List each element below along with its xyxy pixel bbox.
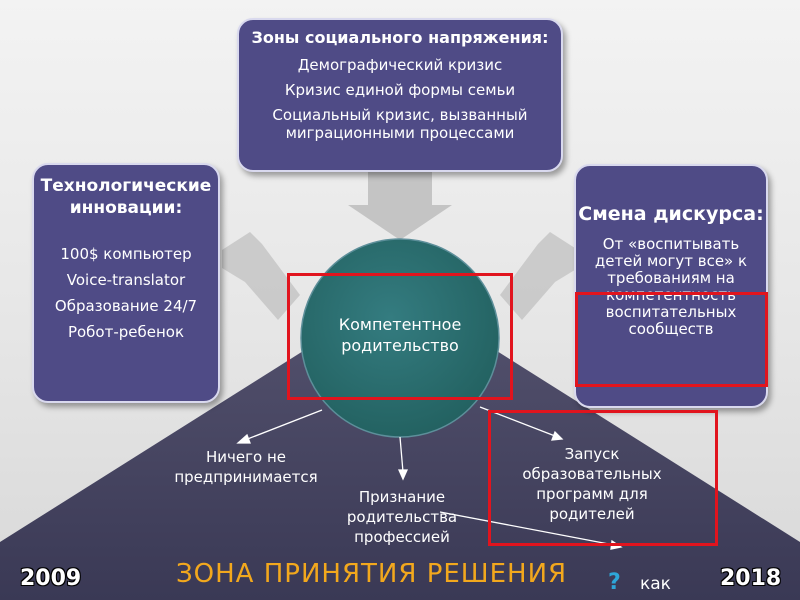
outcome-nothing-done: Ничего не предпринимается xyxy=(174,448,318,486)
innovation-item-computer: 100$ компьютер xyxy=(60,245,192,263)
outcome-education-programs: Запуск образовательных программ для роди… xyxy=(522,445,662,523)
outcome-parenting-profession: Признание родительства профессией xyxy=(346,488,458,546)
highlight-frame-discourse xyxy=(575,292,768,387)
innovation-item-translator: Voice-translator xyxy=(66,271,186,289)
social-tension-box: Зоны социального напряжения: Демографиче… xyxy=(237,18,563,172)
arrow-right-gray xyxy=(500,232,578,320)
highlight-frame-center xyxy=(287,273,513,400)
tech-innovations-title: Технологические инновации: xyxy=(40,176,212,218)
discourse-change-title: Смена дискурса: xyxy=(578,203,764,225)
social-tension-title: Зоны социального напряжения: xyxy=(251,28,549,47)
year-end: 2018 xyxy=(720,566,782,591)
decision-zone-title: ЗОНА ПРИНЯТИЯ РЕШЕНИЯ xyxy=(176,559,568,589)
competent-parenting-label: Компетентное родительство xyxy=(338,315,462,355)
tension-item-family: Кризис единой формы семьи xyxy=(284,81,516,99)
arrow-top-gray xyxy=(348,165,452,240)
highlight-frame-programs xyxy=(488,410,718,546)
question-text: как xyxy=(640,574,671,594)
innovation-item-robot: Робот-ребенок xyxy=(67,323,185,341)
discourse-change-box: Смена дискурса: От «воспитывать детей мо… xyxy=(574,164,768,408)
arrow-left-gray xyxy=(222,232,300,320)
innovation-item-education: Образование 24/7 xyxy=(54,297,198,315)
discourse-change-text: От «воспитывать детей могут все» к требо… xyxy=(594,235,748,338)
tension-item-migration: Социальный кризис, вызванный миграционны… xyxy=(272,106,528,142)
decision-zone-pyramid xyxy=(0,290,800,600)
outcome-arrows xyxy=(236,406,623,550)
year-start: 2009 xyxy=(20,566,82,591)
tech-innovations-box: Технологические инновации: 100$ компьюте… xyxy=(32,163,220,403)
tension-item-demographic: Демографический кризис xyxy=(297,56,503,74)
question-mark-icon: ? xyxy=(608,570,621,595)
